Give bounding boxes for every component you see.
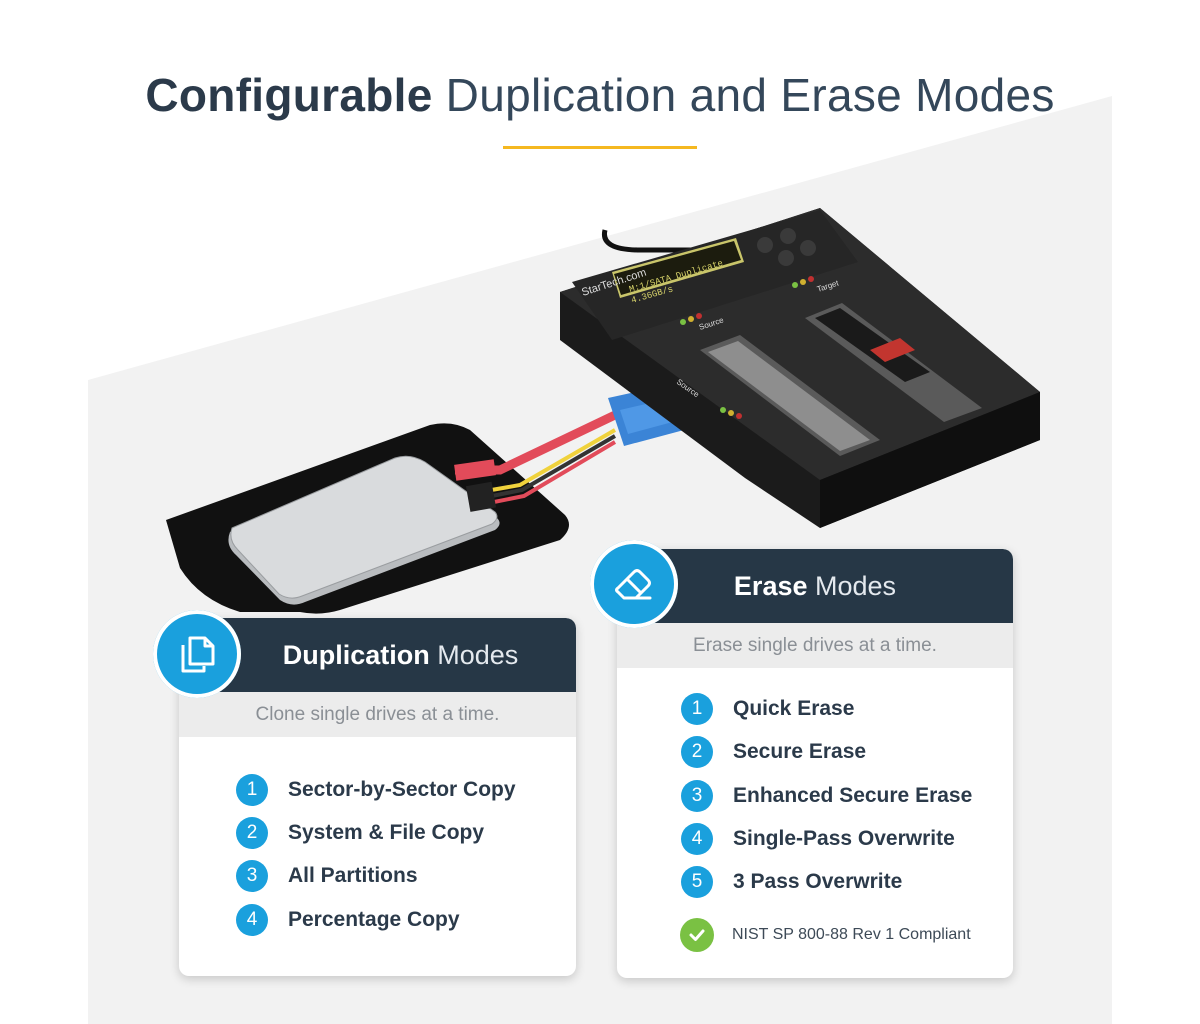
erase-item-label: Secure Erase — [733, 740, 867, 763]
erase-item-label: Enhanced Secure Erase — [733, 784, 973, 807]
erase-item-label: 3 Pass Overwrite — [733, 870, 903, 893]
copy-pages-icon — [181, 636, 215, 673]
title-light: Duplication and Erase Modes — [445, 69, 1055, 121]
number-badge: 1 — [681, 693, 713, 725]
number-badge: 2 — [236, 817, 268, 849]
number-badge: 2 — [681, 736, 713, 768]
erase-header-light: Modes — [815, 571, 897, 601]
title-underline — [503, 146, 697, 149]
erase-list-item: 2 Secure Erase — [681, 735, 866, 769]
number-badge: 3 — [236, 860, 268, 892]
erase-icon-badge — [590, 540, 678, 628]
duplication-card-header: Duplication Modes — [179, 618, 576, 692]
duplication-item-label: System & File Copy — [288, 821, 485, 844]
erase-list-item: 1 Quick Erase — [681, 692, 854, 726]
erase-list-item: 5 3 Pass Overwrite — [681, 865, 902, 899]
title-strong: Configurable — [145, 69, 433, 121]
duplication-modes-card: Duplication Modes Clone single drives at… — [179, 618, 576, 976]
eraser-icon — [615, 569, 652, 600]
duplication-list-item: 4 Percentage Copy — [236, 903, 460, 937]
erase-item-label: Single-Pass Overwrite — [733, 827, 955, 850]
erase-modes-card: Erase Modes Erase single drives at a tim… — [617, 549, 1013, 978]
number-badge: 4 — [236, 904, 268, 936]
page-title: Configurable Duplication and Erase Modes — [0, 68, 1200, 122]
erase-card-header: Erase Modes — [617, 549, 1013, 623]
erase-subtitle: Erase single drives at a time. — [617, 623, 1013, 668]
check-circle-icon — [680, 918, 714, 952]
erase-item-label: Quick Erase — [733, 697, 855, 720]
duplication-header-light: Modes — [437, 640, 519, 670]
erase-list-item: 4 Single-Pass Overwrite — [681, 822, 955, 856]
erase-list-item: 3 Enhanced Secure Erase — [681, 779, 972, 813]
duplication-header-strong: Duplication — [282, 640, 430, 670]
compliance-label: NIST SP 800-88 Rev 1 Compliant — [732, 926, 971, 943]
duplication-item-label: All Partitions — [288, 864, 418, 887]
number-badge: 5 — [681, 866, 713, 898]
duplication-icon-badge — [153, 610, 241, 698]
erase-header-strong: Erase — [733, 571, 808, 601]
duplication-list-item: 3 All Partitions — [236, 859, 418, 893]
number-badge: 3 — [681, 780, 713, 812]
duplication-list-item: 1 Sector-by-Sector Copy — [236, 773, 516, 807]
number-badge: 4 — [681, 823, 713, 855]
compliance-note: NIST SP 800-88 Rev 1 Compliant — [680, 918, 971, 952]
duplication-subtitle: Clone single drives at a time. — [179, 692, 576, 737]
number-badge: 1 — [236, 774, 268, 806]
duplication-list-item: 2 System & File Copy — [236, 816, 484, 850]
duplication-item-label: Sector-by-Sector Copy — [288, 778, 516, 801]
duplication-item-label: Percentage Copy — [288, 908, 460, 931]
